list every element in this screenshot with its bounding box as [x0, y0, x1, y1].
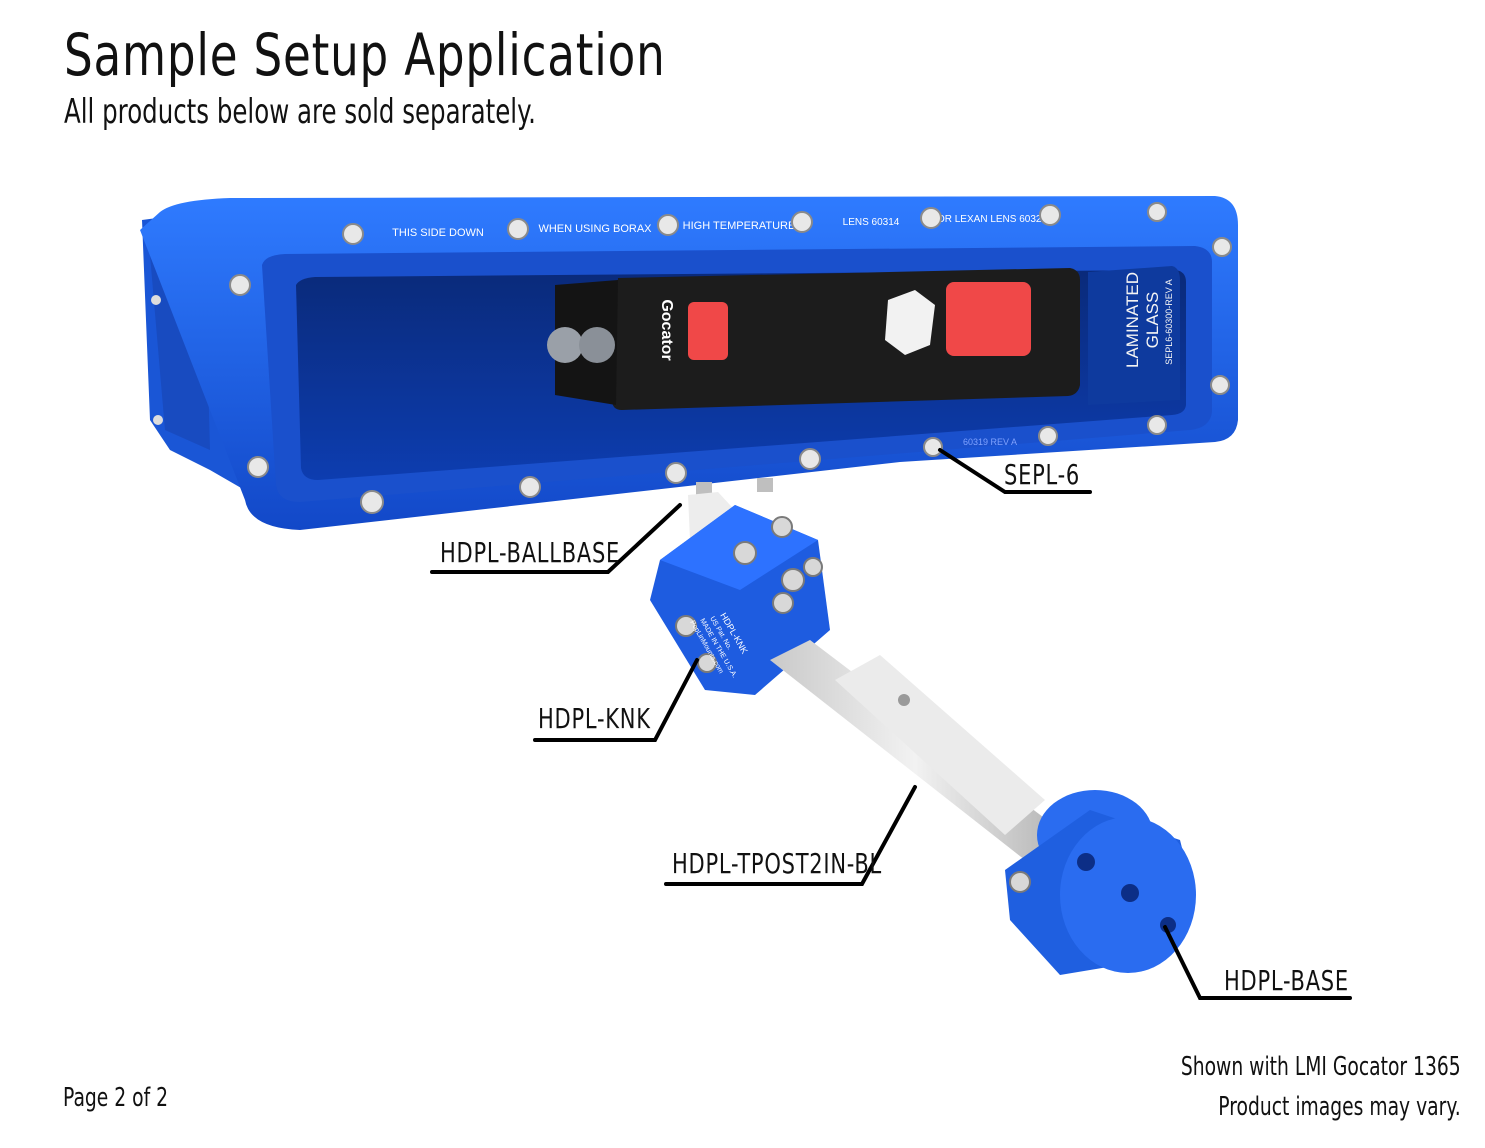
rim-screws: [229, 202, 1232, 514]
glass-part-number: SEPL6-60300-REV A: [1164, 279, 1174, 365]
rim-label-4: LENS 60314: [843, 217, 900, 228]
bottom-mark: 60319 REV A: [963, 437, 1017, 447]
rim-label-2: WHEN USING BORAX: [538, 223, 652, 235]
leader-ballbase: [430, 503, 682, 574]
shown-with-note: Shown with LMI Gocator 1365: [1181, 1052, 1461, 1082]
callout-ballbase: HDPL-BALLBASE: [440, 536, 621, 569]
callout-tpost: HDPL-TPOST2IN-BL: [672, 847, 882, 880]
lmi-logo-icon: [885, 290, 935, 355]
leader-sepl: [938, 448, 1092, 494]
gocator-sensor: Gocator: [547, 268, 1080, 410]
sensor-brand: Gocator: [658, 299, 675, 360]
page-title: Sample Setup Application: [64, 21, 666, 89]
glass-label-line2: GLASS: [1143, 292, 1162, 349]
rim-label-5: OR LEXAN LENS 60323: [937, 214, 1047, 225]
laser-window-large: [946, 282, 1031, 356]
rim-label-3: HIGH TEMPERATURE: [683, 220, 796, 232]
page-number: Page 2 of 2: [63, 1083, 169, 1113]
leader-knk: [533, 658, 699, 742]
leader-base: [1163, 925, 1352, 1000]
callout-knk: HDPL-KNK: [538, 702, 651, 735]
hdpl-base: [1005, 790, 1196, 975]
footer-notes: Shown with LMI Gocator 1365 Product imag…: [1181, 1047, 1461, 1127]
page-subtitle: All products below are sold separately.: [64, 92, 536, 132]
rim-label-1: THIS SIDE DOWN: [392, 227, 484, 239]
callout-leaders: [430, 448, 1352, 1000]
callout-sepl: SEPL-6: [1004, 458, 1081, 491]
callout-base: HDPL-BASE: [1224, 964, 1349, 997]
glass-label-line1: LAMINATED: [1123, 272, 1142, 368]
disclaimer-note: Product images may vary.: [1218, 1092, 1461, 1122]
tpost: [770, 640, 1060, 860]
knk-knuckle: HDPL-KNK US Pat. No. MADE IN THE U.S.A. …: [650, 505, 830, 695]
leader-tpost: [664, 785, 917, 886]
laser-window-small: [688, 302, 728, 360]
sepl-enclosure: Gocator LAMINATED GLASS SEPL6-60300-REV …: [140, 196, 1238, 530]
glass-label: LAMINATED GLASS SEPL6-60300-REV A: [1088, 266, 1180, 405]
